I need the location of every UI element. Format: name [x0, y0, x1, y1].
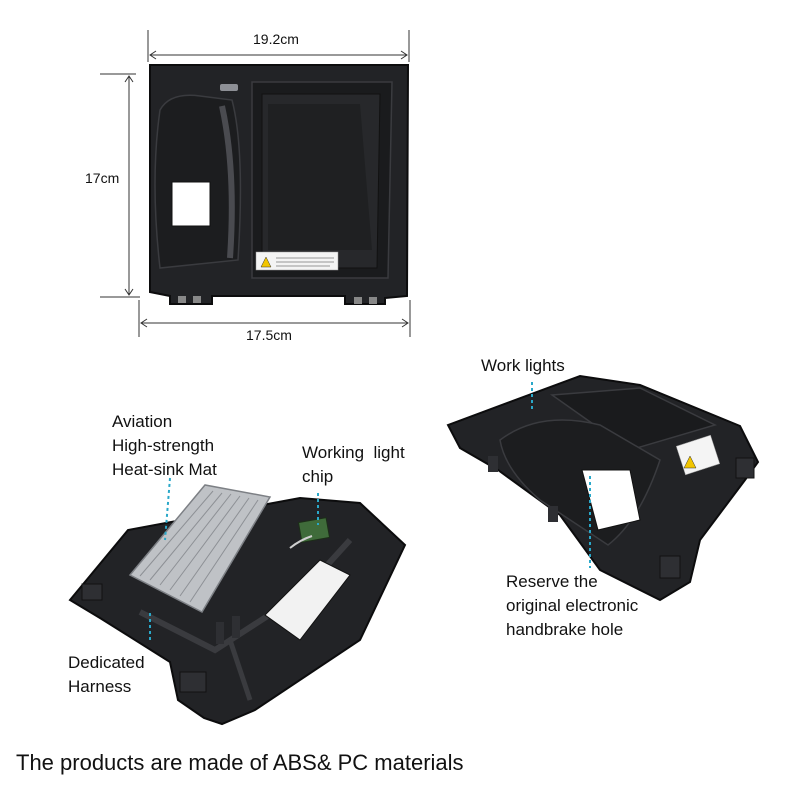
callout-handbrake-line-2: original electronic [506, 596, 639, 615]
callout-light-chip: Working light chip [302, 441, 405, 489]
callout-light-chip-line-2: chip [302, 467, 334, 486]
heat-sink-mat [128, 484, 272, 613]
callout-handbrake: Reserve the original electronic handbrak… [506, 570, 638, 642]
callout-work-lights: Work lights [481, 356, 565, 375]
callout-heat-sink-line-3: Heat-sink Mat [112, 460, 217, 479]
callout-light-chip-line-1: Working light [302, 443, 405, 462]
callout-harness-line-1: Dedicated [68, 653, 145, 672]
callout-handbrake-line-3: handbrake hole [506, 620, 624, 639]
materials-note: The products are made of ABS& PC materia… [16, 750, 464, 775]
callout-heat-sink-line-1: Aviation [112, 412, 173, 431]
dimension-bottom-width: 17.5cm [246, 327, 292, 343]
dimension-top-width: 19.2cm [253, 31, 299, 47]
dimension-lines [100, 30, 411, 337]
callout-harness: Dedicated Harness [68, 651, 145, 699]
callout-heat-sink: Aviation High-strength Heat-sink Mat [112, 410, 217, 482]
dimension-height: 17cm [85, 170, 120, 186]
callout-harness-line-2: Harness [68, 677, 132, 696]
callout-heat-sink-line-2: High-strength [112, 436, 215, 455]
callout-handbrake-line-1: Reserve the [506, 572, 598, 591]
